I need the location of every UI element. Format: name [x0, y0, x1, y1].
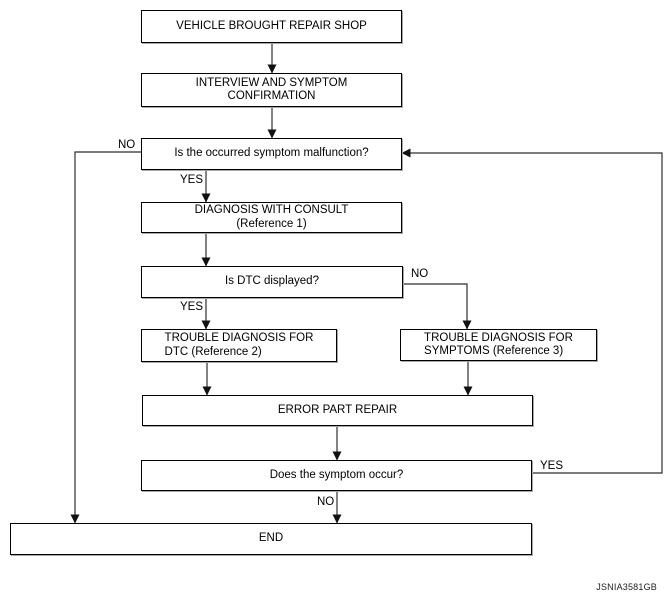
node-label: Is the occurred symptom malfunction? [174, 147, 369, 160]
edge-label-no-dtc: NO [410, 268, 430, 280]
node-end: END [10, 523, 532, 555]
node-label: TROUBLE DIAGNOSIS FOR SYMPTOMS (Referenc… [424, 331, 573, 358]
edge-malfunction-no-to-end [70, 151, 141, 524]
node-label: TROUBLE DIAGNOSIS FOR DTC (Reference 2) [164, 332, 314, 358]
node-label: Is DTC displayed? [225, 275, 319, 288]
node-label: VEHICLE BROUGHT REPAIR SHOP [176, 19, 367, 32]
node-error-part-repair: ERROR PART REPAIR [142, 395, 533, 426]
node-symptom-malfunction-question: Is the occurred symptom malfunction? [141, 138, 402, 170]
node-diagnosis-with-consult: DIAGNOSIS WITH CONSULT (Reference 1) [141, 202, 402, 233]
edge-label-no-occur: NO [316, 496, 336, 508]
node-trouble-diagnosis-symptoms: TROUBLE DIAGNOSIS FOR SYMPTOMS (Referenc… [400, 329, 597, 361]
node-dtc-displayed-question: Is DTC displayed? [141, 266, 403, 298]
edge-label-yes-occur: YES [539, 460, 565, 472]
node-interview-symptom-confirmation: INTERVIEW AND SYMPTOM CONFIRMATION [141, 73, 402, 107]
node-symptom-occur-question: Does the symptom occur? [141, 460, 532, 491]
node-trouble-diagnosis-dtc: TROUBLE DIAGNOSIS FOR DTC (Reference 2) [141, 329, 337, 362]
edge-occur-yes-feedback [401, 148, 663, 474]
node-label: DIAGNOSIS WITH CONSULT (Reference 1) [194, 204, 349, 230]
node-label: INTERVIEW AND SYMPTOM CONFIRMATION [195, 76, 348, 103]
edge-label-yes-dtc: YES [179, 301, 205, 313]
figure-id: JSNIA3581GB [596, 582, 657, 592]
node-label: Does the symptom occur? [269, 468, 404, 481]
edge-dtc-no-to-trouble-symptoms [403, 283, 472, 330]
node-label: ERROR PART REPAIR [277, 403, 398, 416]
edge-label-yes-malfunction: YES [179, 174, 205, 186]
edge-label-no-malfunction: NO [117, 139, 137, 151]
node-label: END [258, 532, 284, 545]
node-vehicle-brought-repair-shop: VEHICLE BROUGHT REPAIR SHOP [141, 10, 402, 43]
